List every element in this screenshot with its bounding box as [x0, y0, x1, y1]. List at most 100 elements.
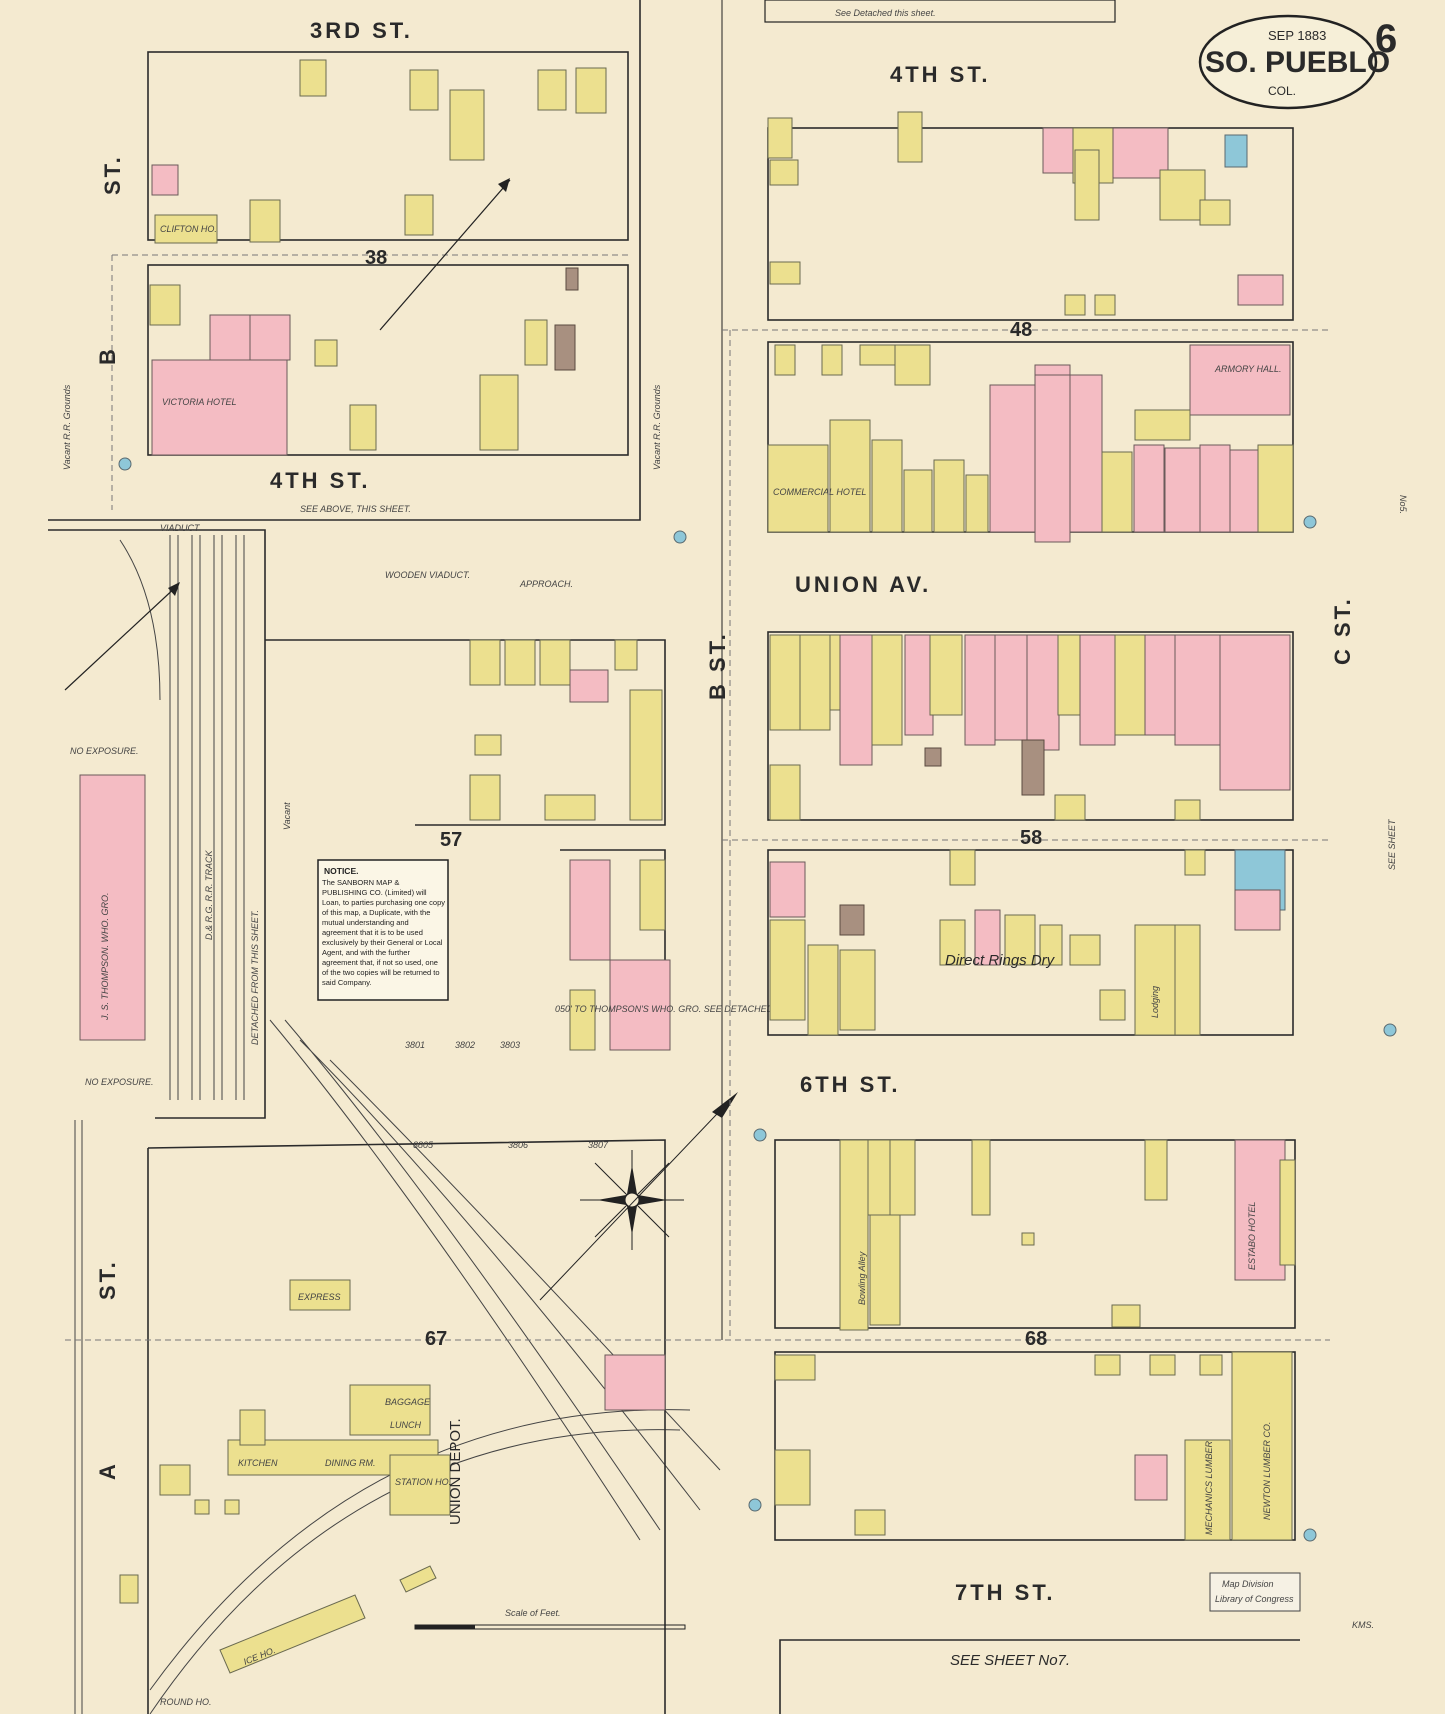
a-left-label: A [95, 1461, 120, 1480]
svg-text:3801: 3801 [405, 1040, 425, 1050]
thompson-note: 050' TO THOMPSON'S WHO. GRO. SEE DETACHE… [555, 1004, 776, 1014]
rail-tracks-curved [269, 1019, 721, 1541]
bowling-alley-label: Bowling Alley [857, 1251, 867, 1305]
approach-label: APPROACH. [519, 579, 573, 589]
block-38-north-outline [147, 51, 629, 241]
block-number-68: 68 [1025, 1328, 1047, 1350]
notice-body: The SANBORN MAP & PUBLISHING CO. (Limite… [322, 878, 445, 987]
wooden-viaduct-label: WOODEN VIADUCT. [385, 570, 470, 580]
block-number-57: 57 [440, 829, 462, 851]
mechanics-lumber-label: MECHANICS LUMBER [1204, 1440, 1214, 1535]
lodging [1134, 924, 1176, 1036]
see-sheet-5-note: No5. [1398, 495, 1408, 514]
bowling-alley [839, 1139, 869, 1331]
direct-stamp-label: Direct Rings Dry [945, 952, 1056, 969]
kitchen-label: KITCHEN [238, 1458, 278, 1468]
block-38-south-outline [147, 264, 629, 456]
detached-from-sheet-label: DETACHED FROM THIS SHEET. [250, 910, 260, 1045]
dining-room-label: DINING RM. [325, 1458, 376, 1468]
detached-border-middle [48, 529, 266, 1119]
block-38 [111, 51, 629, 510]
svg-text:3803: 3803 [500, 1040, 520, 1050]
initials: KMS. [1352, 1620, 1374, 1630]
block-number-38: 38 [365, 247, 387, 269]
vacant-label: Vacant [282, 802, 292, 830]
hydrant [118, 457, 132, 471]
express-label: EXPRESS [298, 1292, 341, 1302]
see-detached-note: See Detached this sheet. [835, 8, 936, 18]
scale-label: Scale of Feet. [505, 1608, 561, 1618]
library-stamp-line1: Map Division [1222, 1579, 1274, 1589]
round-house-label: ROUND HO. [160, 1697, 212, 1707]
thompson-wholesale [79, 774, 146, 1041]
commercial-hotel [767, 444, 829, 533]
north-arrow-shaft [379, 179, 511, 331]
union-avenue-label: UNION AV. [795, 572, 931, 597]
no-exposure-top: NO EXPOSURE. [70, 746, 139, 756]
library-stamp: Map Division Library of Congress [1209, 1572, 1301, 1612]
notice-heading: NOTICE. [324, 866, 358, 876]
block-58-south [767, 849, 1294, 1036]
stamp-city: SO. PUEBLO [1205, 46, 1390, 79]
mechanics-lumber [1184, 1439, 1231, 1541]
north-pointer [712, 1092, 738, 1118]
block-67 [65, 1139, 1330, 1714]
lodging-label: Lodging [1150, 986, 1160, 1018]
see-sheet-7-note: SEE SHEET No7. [950, 1652, 1070, 1669]
ice-house [219, 1594, 366, 1674]
third-street-label: 3RD ST. [310, 18, 413, 43]
block-68-south [774, 1351, 1296, 1541]
railroad-area [64, 535, 721, 1714]
svg-text:3802: 3802 [455, 1040, 475, 1050]
see-above-note: SEE ABOVE, THIS SHEET. [300, 504, 411, 514]
scale-of-feet: Scale of Feet. [414, 1608, 686, 1630]
st-left-top: ST. [100, 154, 125, 195]
hotel-label: ESTABO HOTEL [1247, 1202, 1257, 1270]
baggage-label: BAGGAGE [385, 1397, 431, 1407]
fourth-street-top-label: 4TH ST. [890, 62, 990, 87]
stamp-date: SEP 1883 [1268, 28, 1326, 43]
union-depot-label: UNION DEPOT. [447, 1418, 464, 1525]
sanborn-notice: NOTICE. The SANBORN MAP & PUBLISHING CO.… [317, 859, 449, 1001]
station-label: STATION HO. [395, 1477, 451, 1487]
block-number-67: 67 [425, 1328, 447, 1350]
compass-rose [539, 1092, 738, 1301]
rail-tracks-vertical [169, 535, 245, 1100]
clifton-label: CLIFTON HO. [160, 224, 217, 234]
armory-hall [1189, 344, 1291, 416]
library-stamp-line2: Library of Congress [1215, 1594, 1294, 1604]
c-street-upper-label: C ST. [1330, 596, 1355, 665]
vacant-grounds-right: Vacant R.R. Grounds [652, 384, 662, 470]
commercial-hotel-label: COMMERCIAL HOTEL [773, 487, 866, 497]
title-stamp: SEP 1883 SO. PUEBLO COL. [1198, 14, 1390, 110]
north-arrow-head [498, 178, 510, 192]
newton-lumber-co [1231, 1351, 1293, 1541]
clifton-house [154, 214, 218, 244]
viaduct-label: VIADUCT [160, 523, 201, 533]
newton-lumber-label: NEWTON LUMBER CO. [1262, 1422, 1272, 1520]
svg-text:3806: 3806 [508, 1140, 528, 1150]
seventh-street-label: 7TH ST. [955, 1580, 1055, 1605]
sixth-street-label: 6TH ST. [800, 1072, 900, 1097]
see-sheet-right-note: SEE SHEET [1387, 818, 1397, 870]
st-left-bottom: ST. [95, 1259, 120, 1300]
block-57 [265, 639, 671, 1051]
vacant-grounds-left: Vacant R.R. Grounds [62, 384, 72, 470]
thompson-label: J. S. THOMPSON. WHO. GRO. [100, 892, 110, 1021]
victoria-hotel [151, 359, 288, 456]
building [249, 199, 281, 243]
stamp-state: COL. [1268, 84, 1296, 98]
armory-hall-label: ARMORY HALL. [1214, 364, 1282, 374]
svg-text:3805: 3805 [413, 1140, 434, 1150]
block-68-north [774, 1139, 1296, 1331]
lunch-label: LUNCH [390, 1420, 422, 1430]
block-48-south [767, 341, 1294, 543]
svg-text:3807: 3807 [588, 1140, 609, 1150]
b-street-upper-label: B ST. [705, 631, 730, 700]
b-left-label: B [95, 346, 120, 365]
rr-track-label: D.& R.G. R.R. TRACK [204, 849, 214, 940]
victoria-hotel-label: VICTORIA HOTEL [162, 397, 237, 407]
block-number-58: 58 [1020, 827, 1042, 849]
block-58-north [767, 631, 1294, 821]
